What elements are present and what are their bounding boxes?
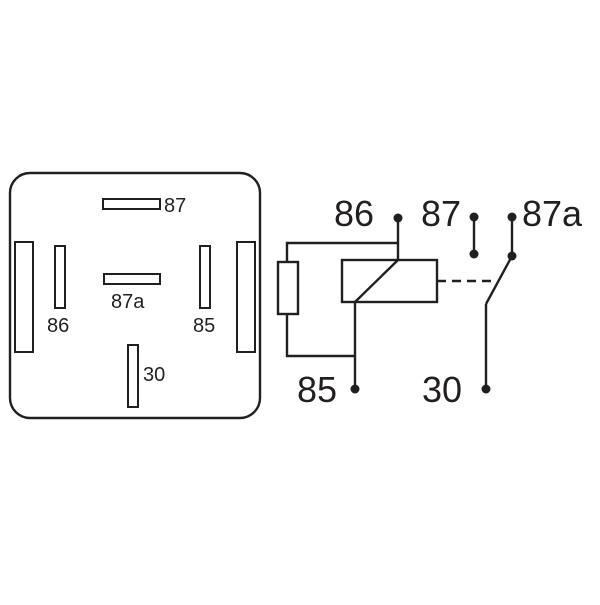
pin-30-blade [127, 344, 139, 408]
pin-87-label: 87 [164, 195, 186, 217]
terminal-87a-dot [507, 212, 517, 222]
pin-87a-label: 87a [111, 291, 145, 313]
pin-85-blade [199, 245, 211, 309]
contact-87-end-dot [469, 249, 479, 259]
coil-wire-85 [285, 314, 355, 358]
relay-footprint: 87 87a 86 85 30 [8, 171, 262, 420]
pin-85-label: 85 [193, 315, 215, 337]
housing-tab-left [14, 241, 34, 353]
coil-wire-86 [285, 218, 400, 262]
terminal-85-label: 85 [297, 369, 337, 410]
pin-87-blade [102, 198, 161, 210]
pin-87a-blade [103, 273, 161, 285]
pin-86-label: 86 [47, 315, 69, 337]
contact-87a-end-dot [507, 251, 517, 261]
terminal-87-label: 87 [421, 193, 461, 234]
terminal-30-dot [481, 384, 491, 394]
terminal-85-dot [350, 384, 360, 394]
terminal-87-dot [469, 212, 479, 222]
terminal-86-dot [393, 213, 403, 223]
switch-arm [484, 255, 514, 305]
terminal-30-label: 30 [422, 369, 462, 410]
resistor-symbol [276, 260, 300, 316]
housing-tab-right [236, 241, 256, 353]
relay-schematic: 86 87 87a 85 30 [276, 193, 583, 410]
relay-housing [8, 171, 262, 420]
pin-86-blade [54, 245, 66, 309]
terminal-87a-label: 87a [522, 193, 583, 234]
coil-diagonal [354, 259, 399, 303]
coil-symbol [340, 258, 439, 304]
pin-30-label: 30 [143, 364, 165, 386]
terminal-86-label: 86 [334, 193, 374, 234]
